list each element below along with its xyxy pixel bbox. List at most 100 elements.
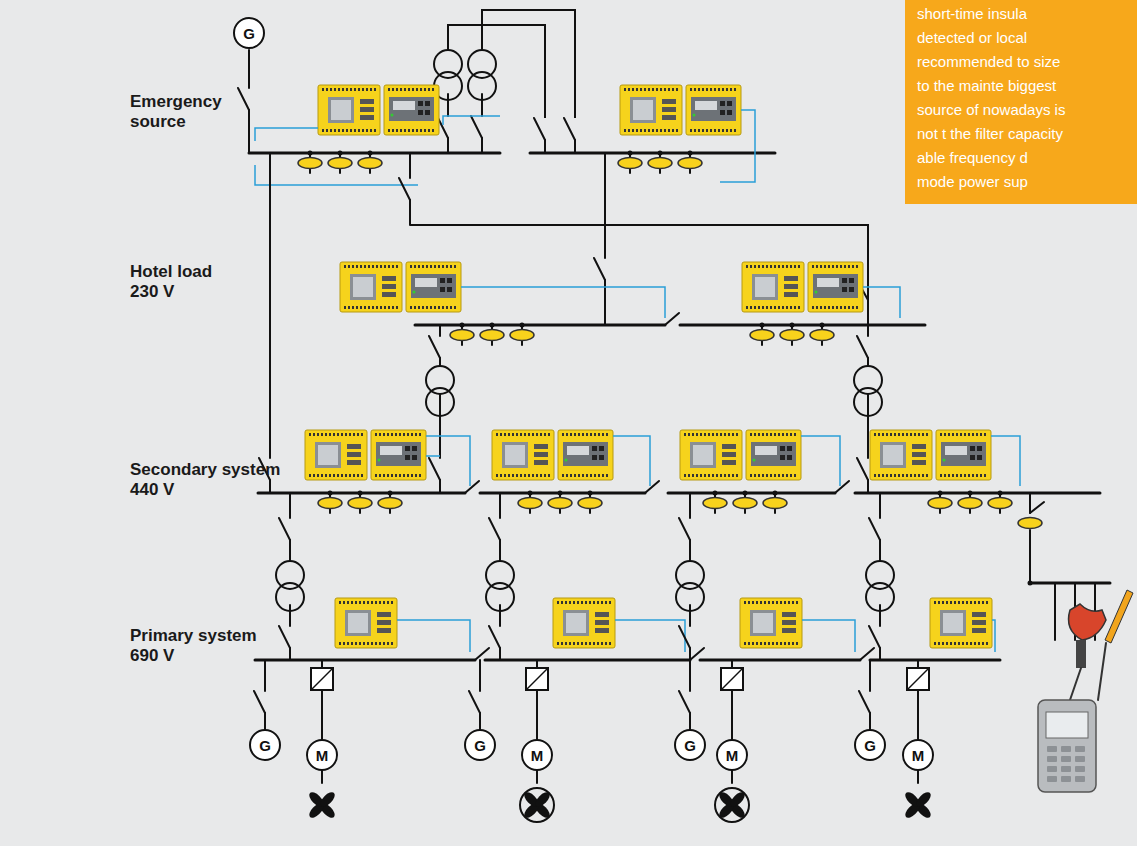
terminal-strip	[586, 474, 588, 477]
terminal-strip	[942, 642, 944, 645]
terminal-strip	[508, 474, 510, 477]
wire	[499, 605, 501, 626]
terminal-strip	[890, 474, 892, 477]
terminal-strip	[970, 601, 972, 604]
wire	[731, 770, 733, 783]
terminal-strip	[748, 642, 750, 645]
wire	[321, 660, 323, 668]
device-button	[720, 110, 725, 115]
junction-dot	[968, 491, 973, 496]
terminal-strip	[593, 642, 595, 645]
wire	[665, 313, 679, 325]
device-display	[411, 274, 456, 298]
terminal-strip	[696, 474, 698, 477]
terminal-strip	[358, 88, 360, 91]
terminal-strip	[356, 265, 358, 268]
system-label: Secondary system 440 V	[130, 460, 282, 501]
transformer-symbol	[854, 366, 882, 394]
terminal-strip	[918, 433, 920, 436]
wire	[264, 660, 266, 691]
wire	[594, 258, 605, 280]
device-button	[347, 452, 361, 457]
terminal-strip	[704, 433, 706, 436]
note-box: short-time insula detected or local reco…	[905, 0, 1137, 204]
terminal-strip	[422, 265, 424, 268]
current-transformer	[1018, 518, 1042, 529]
terminal-strip	[392, 265, 394, 268]
terminal-strip	[724, 474, 726, 477]
terminal-strip	[624, 129, 626, 132]
symbol-letter: G	[243, 25, 255, 42]
terminal-strip	[422, 306, 424, 309]
monitoring-device	[620, 85, 682, 135]
terminal-strip	[744, 601, 746, 604]
terminal-strip	[361, 433, 363, 436]
device-key	[1075, 776, 1085, 782]
terminal-strip	[848, 306, 850, 309]
wire	[289, 493, 291, 518]
wire	[482, 10, 575, 118]
device-button	[405, 455, 410, 460]
terminal-strip	[363, 642, 365, 645]
terminal-strip	[660, 88, 662, 91]
terminal-strip	[790, 433, 792, 436]
terminal-strip	[570, 433, 572, 436]
terminal-strip	[782, 265, 784, 268]
terminal-strip	[341, 433, 343, 436]
terminal-strip	[347, 601, 349, 604]
terminal-strip	[914, 433, 916, 436]
terminal-strip	[774, 474, 776, 477]
device-display	[633, 100, 653, 120]
device-led	[753, 459, 756, 462]
monitoring-device	[746, 430, 801, 480]
terminal-strip	[890, 433, 892, 436]
terminal-strip	[371, 601, 373, 604]
terminal-strip	[566, 474, 568, 477]
terminal-strip	[668, 88, 670, 91]
terminal-strip	[762, 265, 764, 268]
terminal-strip	[684, 433, 686, 436]
note-text: short-time insula detected or local reco…	[917, 2, 1067, 194]
junction-dot	[308, 151, 313, 156]
terminal-strip	[388, 306, 390, 309]
terminal-strip	[410, 265, 412, 268]
terminal-strip	[968, 474, 970, 477]
terminal-strip	[902, 433, 904, 436]
terminal-strip	[392, 88, 394, 91]
terminal-strip	[782, 474, 784, 477]
terminal-strip	[878, 433, 880, 436]
terminal-strip	[532, 474, 534, 477]
device-key	[1075, 766, 1085, 772]
terminal-strip	[322, 129, 324, 132]
terminal-strip	[524, 474, 526, 477]
wire	[289, 540, 291, 561]
current-transformer	[618, 158, 642, 169]
wire	[689, 493, 691, 518]
terminal-strip	[976, 474, 978, 477]
terminal-strip	[944, 474, 946, 477]
terminal-strip	[589, 642, 591, 645]
terminal-strip	[383, 433, 385, 436]
junction-dot	[938, 491, 943, 496]
terminal-strip	[338, 129, 340, 132]
terminal-strip	[910, 433, 912, 436]
terminal-strip	[964, 433, 966, 436]
wire	[447, 94, 449, 116]
terminal-strip	[348, 306, 350, 309]
junction-dot	[790, 323, 795, 328]
device-button	[418, 101, 423, 106]
terminal-strip	[368, 306, 370, 309]
wire	[530, 152, 775, 155]
terminal-strip	[942, 601, 944, 604]
terminal-strip	[776, 601, 778, 604]
terminal-strip	[848, 265, 850, 268]
device-display	[751, 442, 796, 466]
terminal-strip	[343, 601, 345, 604]
terminal-strip	[730, 129, 732, 132]
monitoring-device	[340, 262, 402, 312]
device-button	[595, 628, 609, 633]
terminal-strip	[732, 474, 734, 477]
wire	[689, 660, 691, 691]
terminal-strip	[856, 306, 858, 309]
wire	[1030, 502, 1044, 513]
